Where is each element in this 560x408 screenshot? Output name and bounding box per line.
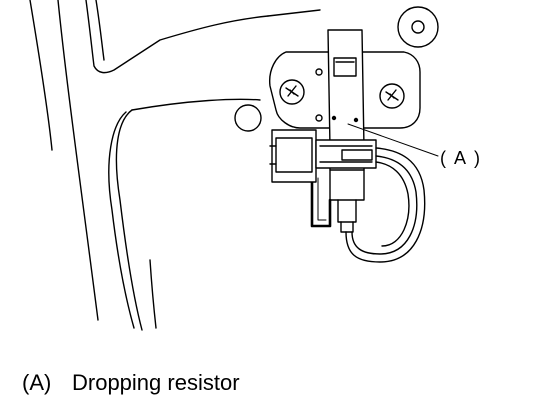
legend-letter: (A) [22, 370, 52, 395]
mounting-bracket [269, 51, 421, 129]
dropping-resistor-body [327, 29, 365, 233]
legend-entry: (A) Dropping resistor [22, 370, 240, 396]
electrical-connector [269, 129, 377, 183]
screw-head-right [379, 83, 405, 109]
body-panel-lines [29, 0, 321, 331]
mounting-hole [397, 6, 439, 48]
grommet-ring [234, 104, 262, 132]
legend-description: Dropping resistor [72, 370, 240, 395]
callout-leader [347, 123, 439, 157]
screw-head-left [279, 79, 305, 105]
callout-label: ( A ) [440, 148, 482, 168]
wire-harness [345, 147, 426, 263]
bracket-leg [310, 168, 332, 228]
